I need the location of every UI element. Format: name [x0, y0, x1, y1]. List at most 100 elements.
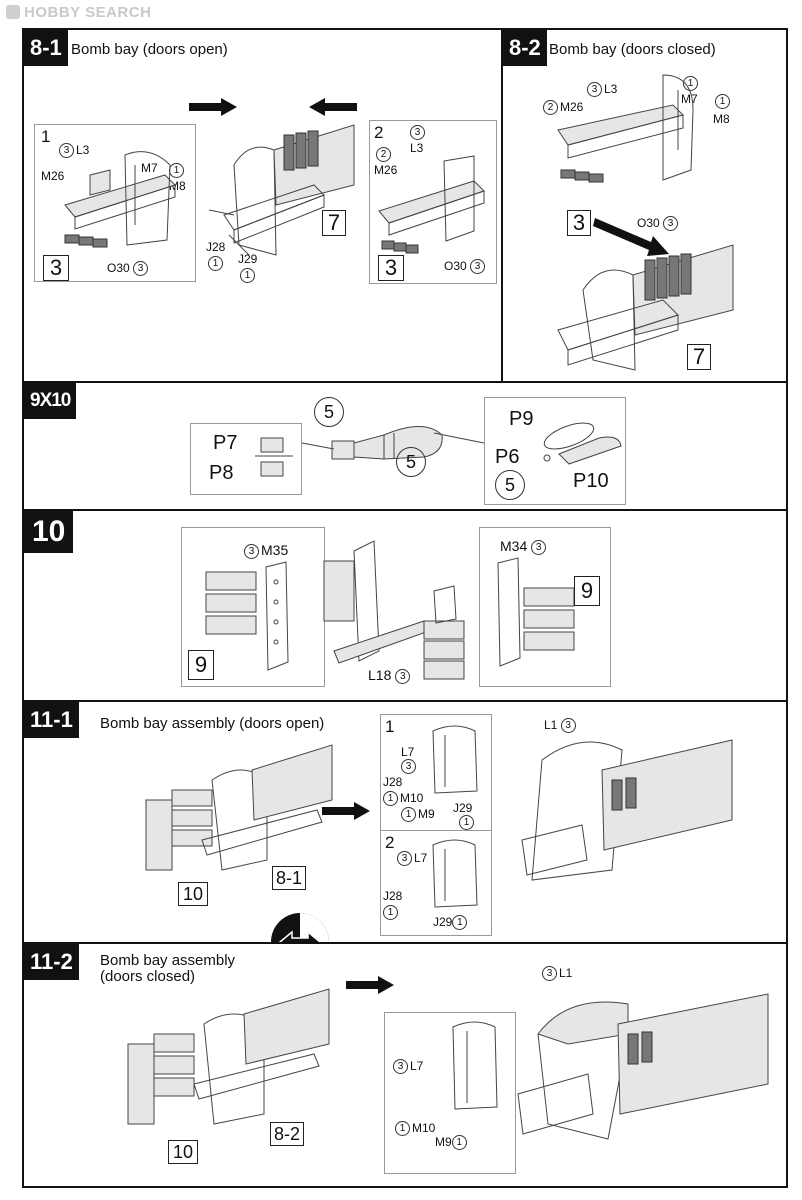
part-j28-label: J28 — [383, 775, 403, 789]
part-j29-qty: 1 — [240, 268, 257, 284]
part-j28-label: J28 — [206, 240, 226, 254]
part-j28-qty: 1 — [383, 905, 400, 921]
step-number: 9X10 — [24, 383, 77, 419]
part-o30-label: O30 3 — [107, 261, 150, 277]
step-11-1-panel: 11-1 Bomb bay assembly (doors open) 10 8… — [22, 700, 788, 944]
part-l1-label: L1 3 — [544, 718, 578, 734]
step-title-line-2: (doors closed) — [100, 968, 196, 985]
ref-box-9: 9 — [574, 576, 600, 606]
qty-5: 5 — [314, 397, 346, 427]
watermark: HOBBY SEARCH — [6, 4, 151, 21]
ref-box-10: 10 — [178, 882, 208, 906]
arrow-diagonal-icon — [593, 218, 669, 256]
part-p10-label: P10 — [573, 470, 609, 492]
part-m26-label: M26 — [374, 163, 398, 177]
bomb-bay-assembly-drawing — [145, 744, 333, 871]
ref-box-3: 3 — [378, 255, 404, 281]
step-number: 11-1 — [24, 702, 79, 738]
sub-number: 2 — [385, 833, 395, 852]
arrow-left-icon — [309, 98, 357, 116]
step-11-2-panel: 11-2 Bomb bay assembly (doors closed) 10… — [22, 942, 788, 1188]
sub-number: 1 — [385, 717, 395, 736]
sub-number: 1 — [41, 127, 51, 146]
bulkhead-drawing — [452, 1021, 498, 1110]
part-m8-label: M8 — [713, 112, 730, 126]
bomb-rack-drawing — [497, 557, 575, 667]
step-title: Bomb bay assembly (doors open) — [100, 715, 325, 732]
part-j29-label: J29 — [238, 252, 258, 266]
sub-diagram-right-rack: M34 3 9 — [479, 527, 611, 687]
sub-diagram-2: 2 3 L3 2 M26 3 O30 3 — [369, 120, 497, 284]
bomb-rack-drawing — [205, 561, 289, 671]
part-m7-label: M7 — [141, 161, 158, 175]
bulkhead-drawing — [432, 839, 478, 908]
bulkhead-drawing — [432, 725, 478, 794]
step-number: 8-2 — [503, 30, 547, 66]
ref-box-3: 3 — [567, 210, 591, 236]
tail-fin-drawing — [255, 437, 293, 477]
part-l7-qty: 3 — [401, 759, 418, 775]
sub-diagram-bomb-nose: P9 P6 5 P10 — [484, 397, 626, 505]
bomb-bay-frame-drawing — [378, 155, 485, 254]
part-j28-label: J28 — [383, 889, 403, 903]
part-o30-label: O30 3 — [637, 216, 680, 232]
bomb-bay-frame-drawing — [557, 74, 694, 183]
ref-box-8-2: 8-2 — [270, 1122, 304, 1146]
part-j29-qty: 1 — [459, 815, 476, 831]
part-p7-label: P7 — [213, 432, 238, 454]
part-m26-qty: 2 — [376, 147, 393, 163]
part-m26-label: M26 — [41, 169, 65, 183]
qty-5: 5 — [396, 447, 428, 477]
part-j28-qty: 1 — [208, 256, 225, 272]
part-p6-label: P6 — [495, 446, 520, 468]
part-l3-qty: 3 — [410, 125, 427, 141]
part-m7-qty: 1 — [683, 76, 700, 92]
ref-box-3: 3 — [43, 255, 69, 281]
ref-box-7: 7 — [322, 210, 346, 236]
step-title: Bomb bay (doors open) — [71, 41, 228, 58]
part-l7-label: L7 — [401, 745, 415, 759]
step-number: 10 — [24, 511, 74, 553]
arrow-right-icon — [346, 976, 394, 994]
part-p9-label: P9 — [509, 408, 534, 430]
sub-number: 2 — [374, 123, 384, 142]
arrow-right-icon — [189, 98, 237, 116]
hobby-search-logo-icon — [6, 5, 20, 19]
fuselage-section-drawing — [517, 993, 769, 1140]
bomb-bay-frame-drawing — [323, 540, 465, 680]
part-m7-label: M7 — [681, 92, 698, 106]
part-m34-label: M34 3 — [500, 538, 548, 555]
qty-5: 5 — [495, 470, 527, 500]
sub-diagram-tail-fin: P7 P8 — [190, 423, 302, 495]
part-o30-label: O30 3 — [444, 259, 487, 275]
step-title: Bomb bay (doors closed) — [549, 41, 716, 58]
step-number: 11-2 — [24, 944, 79, 980]
fuselage-section-drawing — [521, 739, 733, 881]
part-l3-label: L3 — [410, 141, 424, 155]
step-9x10-panel: 9X10 P7 P8 5 5 P9 P6 5 P10 — [22, 381, 788, 511]
step-number: 8-1 — [24, 30, 68, 66]
ref-box-7: 7 — [687, 344, 711, 370]
bomb-bay-assembly-drawing — [557, 244, 734, 371]
ref-box-10: 10 — [168, 1140, 198, 1164]
bomb-bay-assembly-drawing — [127, 988, 330, 1125]
part-l18-label: L18 3 — [368, 667, 412, 684]
bomb-bay-assembly-drawing — [208, 124, 355, 256]
ref-box-8-1: 8-1 — [272, 866, 306, 890]
part-j29-label: J29 — [453, 801, 473, 815]
